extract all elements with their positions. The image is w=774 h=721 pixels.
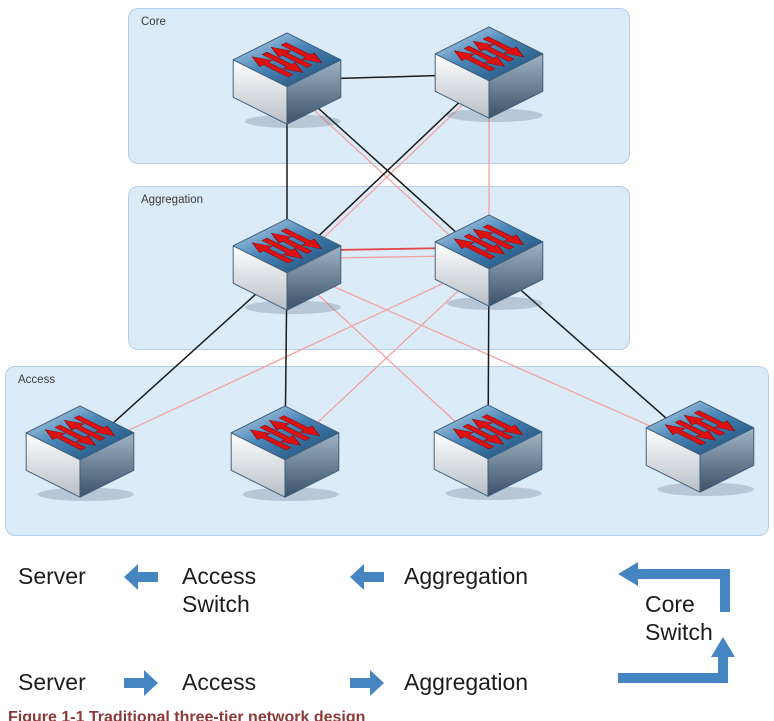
access-switch-2	[226, 404, 344, 502]
legend-server-bottom: Server	[18, 669, 86, 695]
figure-caption: Figure 1-1 Traditional three-tier networ…	[8, 709, 366, 721]
layer-aggregation-label: Aggregation	[141, 194, 204, 206]
legend-aggregation-bottom: Aggregation	[404, 669, 529, 695]
left-arrow-icon	[350, 564, 384, 590]
right-arrow-icon	[124, 670, 158, 696]
legend-core-switch: Core Switch	[645, 591, 713, 646]
legend-server-top: Server	[18, 563, 86, 589]
switch-icon	[433, 404, 543, 501]
switch-icon	[232, 218, 342, 315]
aggregation-switch-1	[228, 217, 346, 315]
legend-access: Access	[182, 669, 257, 695]
left-arrow-icon	[124, 564, 158, 590]
switch-icon	[434, 214, 544, 311]
layer-access-label: Access	[18, 374, 56, 386]
layer-core-label: Core	[141, 16, 166, 28]
bent-left-arrow-icon	[618, 562, 730, 612]
access-switch-1	[21, 404, 139, 502]
legend-access-switch: Access Switch	[182, 563, 257, 618]
aggregation-switch-2	[430, 213, 548, 311]
core-switch-2	[430, 25, 548, 123]
switch-icon	[25, 405, 135, 502]
access-switch-4	[641, 399, 759, 497]
core-switch-1	[228, 31, 346, 129]
switch-icon	[230, 405, 340, 502]
switch-icon	[232, 32, 342, 129]
layer-aggregation: Aggregation	[128, 186, 630, 350]
layer-core: Core	[128, 8, 630, 164]
switch-icon	[434, 26, 544, 123]
bent-up-arrow-icon	[618, 637, 735, 683]
access-switch-3	[429, 403, 547, 501]
switch-icon	[645, 400, 755, 497]
legend-aggregation-top: Aggregation	[404, 563, 529, 589]
right-arrow-icon	[350, 670, 384, 696]
